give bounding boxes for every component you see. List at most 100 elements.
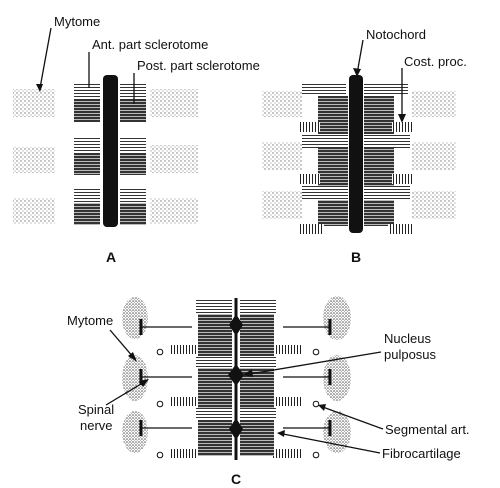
label-fibrocartilage: Fibrocartilage (382, 446, 461, 461)
spinal-nerves (139, 319, 332, 436)
notochord-rod (349, 75, 363, 233)
vertebral-body (196, 408, 232, 420)
panel-c: Mytome Spinal nerve Nucleus pulposus Seg… (67, 296, 470, 487)
vertebral-body (240, 420, 274, 456)
sclerotome-block (318, 96, 348, 134)
sclerotome-block (302, 134, 348, 148)
label-nucleus-line1: Nucleus (384, 331, 431, 346)
segmental-artery (156, 400, 164, 408)
arrowhead (243, 369, 253, 377)
post-sclerotome-block (74, 153, 100, 175)
sclerotome-block (364, 200, 394, 226)
sclerotome-block (318, 148, 348, 186)
mytome-blob (122, 411, 148, 453)
leader-line (243, 351, 382, 376)
mytome-block (150, 198, 198, 224)
leader-line (277, 432, 381, 454)
mytome-block (412, 191, 456, 219)
nucleus-pulposus (229, 418, 243, 440)
mytome-block (262, 191, 302, 219)
panel-letter-b: B (351, 249, 361, 265)
arrowhead (318, 404, 326, 411)
mytome-block (262, 142, 302, 170)
panel-a: Mytome Ant. part sclerotome Post. part s… (13, 14, 260, 265)
sclerotome-block (364, 96, 394, 134)
post-sclerotome-block (74, 203, 100, 225)
segmental-artery (312, 400, 320, 408)
costal-process (392, 122, 412, 132)
sclerotome-block (364, 134, 410, 148)
sclerotome-block (302, 82, 346, 96)
label-spinal-line2: nerve (80, 418, 113, 433)
costal-process (300, 122, 320, 132)
vertebral-body (196, 300, 232, 314)
mytome-blob (323, 355, 351, 401)
vertebral-body (198, 368, 232, 408)
mytome-blob (122, 355, 148, 401)
ant-sclerotome-block (74, 137, 100, 153)
segmental-artery (156, 451, 164, 459)
costal-process (170, 345, 198, 354)
vertebral-body (196, 356, 232, 368)
vertebral-body (240, 314, 274, 356)
post-sclerotome-block (120, 153, 146, 175)
mytome-block (13, 89, 55, 117)
sclerotome-block (318, 200, 348, 226)
label-ant-sclerotome: Ant. part sclerotome (92, 37, 208, 52)
vertebral-body (240, 408, 276, 420)
costal-process (170, 449, 198, 458)
costal-process (272, 345, 302, 354)
leader-line (105, 380, 147, 406)
mytome-block (412, 91, 456, 117)
leader-line (356, 39, 364, 75)
costal-process (388, 224, 412, 234)
notochord-rod (103, 75, 118, 227)
mytome-block (13, 198, 55, 224)
arrowhead (139, 379, 149, 387)
panel-letter-a: A (106, 249, 116, 265)
sclerotome-block (364, 186, 410, 200)
mytome-blob (323, 296, 351, 340)
label-nucleus-line2: pulposus (384, 347, 437, 362)
mytome-block (150, 145, 198, 173)
sclerotome-block (364, 82, 408, 96)
costal-process (272, 397, 302, 406)
arrowhead (277, 430, 285, 437)
post-sclerotome-block (120, 203, 146, 225)
arrowhead (353, 68, 361, 77)
leader-line (39, 27, 52, 89)
arrowhead (36, 84, 43, 92)
panel-b: Notochord Cost. proc. B (262, 27, 467, 265)
sclerotome-block (364, 148, 394, 186)
mytome-block (150, 89, 198, 117)
ant-sclerotome-block (74, 189, 100, 203)
label-segmental-art: Segmental art. (385, 422, 470, 437)
ant-sclerotome-block (120, 137, 146, 153)
panel-letter-c: C (231, 471, 241, 487)
arrowhead (398, 114, 406, 123)
label-notochord: Notochord (366, 27, 426, 42)
leader-line (319, 405, 384, 430)
vertebral-body (198, 314, 232, 356)
leader-line (109, 329, 135, 359)
segmental-artery (156, 348, 164, 356)
mytome-blob (122, 297, 148, 339)
vertebral-body (198, 420, 232, 456)
vertebral-body (240, 356, 276, 368)
segmental-artery (312, 348, 320, 356)
costal-process (300, 174, 320, 184)
label-mytome: Mytome (54, 14, 100, 29)
costal-process (300, 224, 324, 234)
vertebral-body (240, 300, 276, 314)
post-sclerotome-block (120, 100, 146, 122)
costal-process (272, 449, 302, 458)
label-mytome-c: Mytome (67, 313, 113, 328)
sclerotome-block (302, 186, 348, 200)
ant-sclerotome-block (120, 84, 146, 100)
mytome-block (262, 91, 302, 117)
ant-sclerotome-block (120, 189, 146, 203)
ant-sclerotome-block (74, 84, 100, 100)
mytome-block (412, 142, 456, 170)
nucleus-pulposus (228, 364, 244, 386)
